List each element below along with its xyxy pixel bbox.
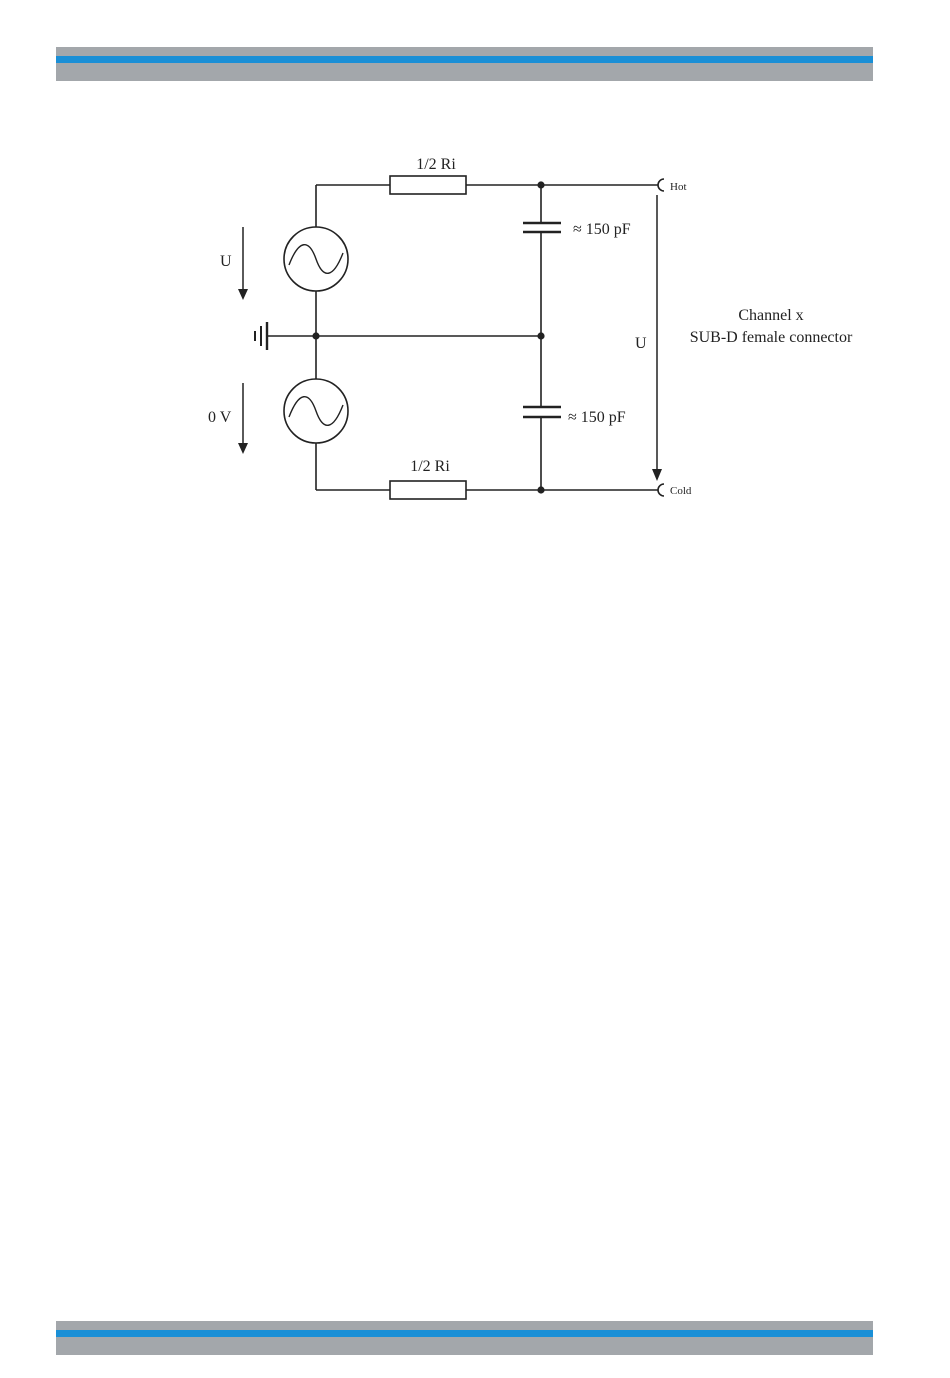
footer-band-blue (56, 1330, 873, 1337)
junction-dot (537, 486, 544, 493)
connector-label-line1: Channel x (738, 307, 803, 324)
voltage-arrow-output (652, 195, 662, 481)
ac-source-bottom (284, 379, 348, 443)
ac-source-top (284, 227, 348, 291)
junction-dot (312, 332, 319, 339)
header-band-blue (56, 56, 873, 63)
resistor-top-label: 1/2 Ri (416, 156, 456, 173)
capacitor-top (523, 223, 561, 232)
junction-dot (537, 181, 544, 188)
capacitor-bottom-label: ≈ 150 pF (568, 409, 626, 426)
terminal-cold-icon (658, 484, 664, 496)
junctions (312, 181, 544, 493)
terminal-cold-label: Cold (670, 485, 692, 497)
resistor-top (390, 176, 466, 194)
resistor-bottom (390, 481, 466, 499)
terminal-hot-icon (658, 179, 664, 191)
capacitor-bottom (523, 407, 561, 417)
footer-band (56, 1321, 873, 1355)
junction-dot (537, 332, 544, 339)
header-band-grey-top (56, 47, 873, 56)
source-bottom-voltage-label: 0 V (208, 409, 232, 426)
header-band (56, 47, 873, 81)
resistor-bottom-label: 1/2 Ri (410, 458, 450, 475)
ground-icon (255, 322, 267, 350)
voltage-arrow-top (238, 227, 248, 300)
header-band-grey-bottom (56, 63, 873, 81)
terminal-hot-label: Hot (670, 181, 687, 193)
output-voltage-label: U (635, 335, 647, 352)
circuit-diagram: 1/2 Ri 1/2 Ri ≈ 150 pF ≈ 150 pF U 0 V U … (205, 155, 872, 502)
voltage-arrow-bottom (238, 383, 248, 454)
footer-band-grey-bottom (56, 1337, 873, 1355)
source-top-voltage-label: U (220, 253, 232, 270)
capacitor-top-label: ≈ 150 pF (573, 221, 631, 238)
footer-band-grey-top (56, 1321, 873, 1330)
connector-label-line2: SUB-D female connector (690, 329, 853, 346)
